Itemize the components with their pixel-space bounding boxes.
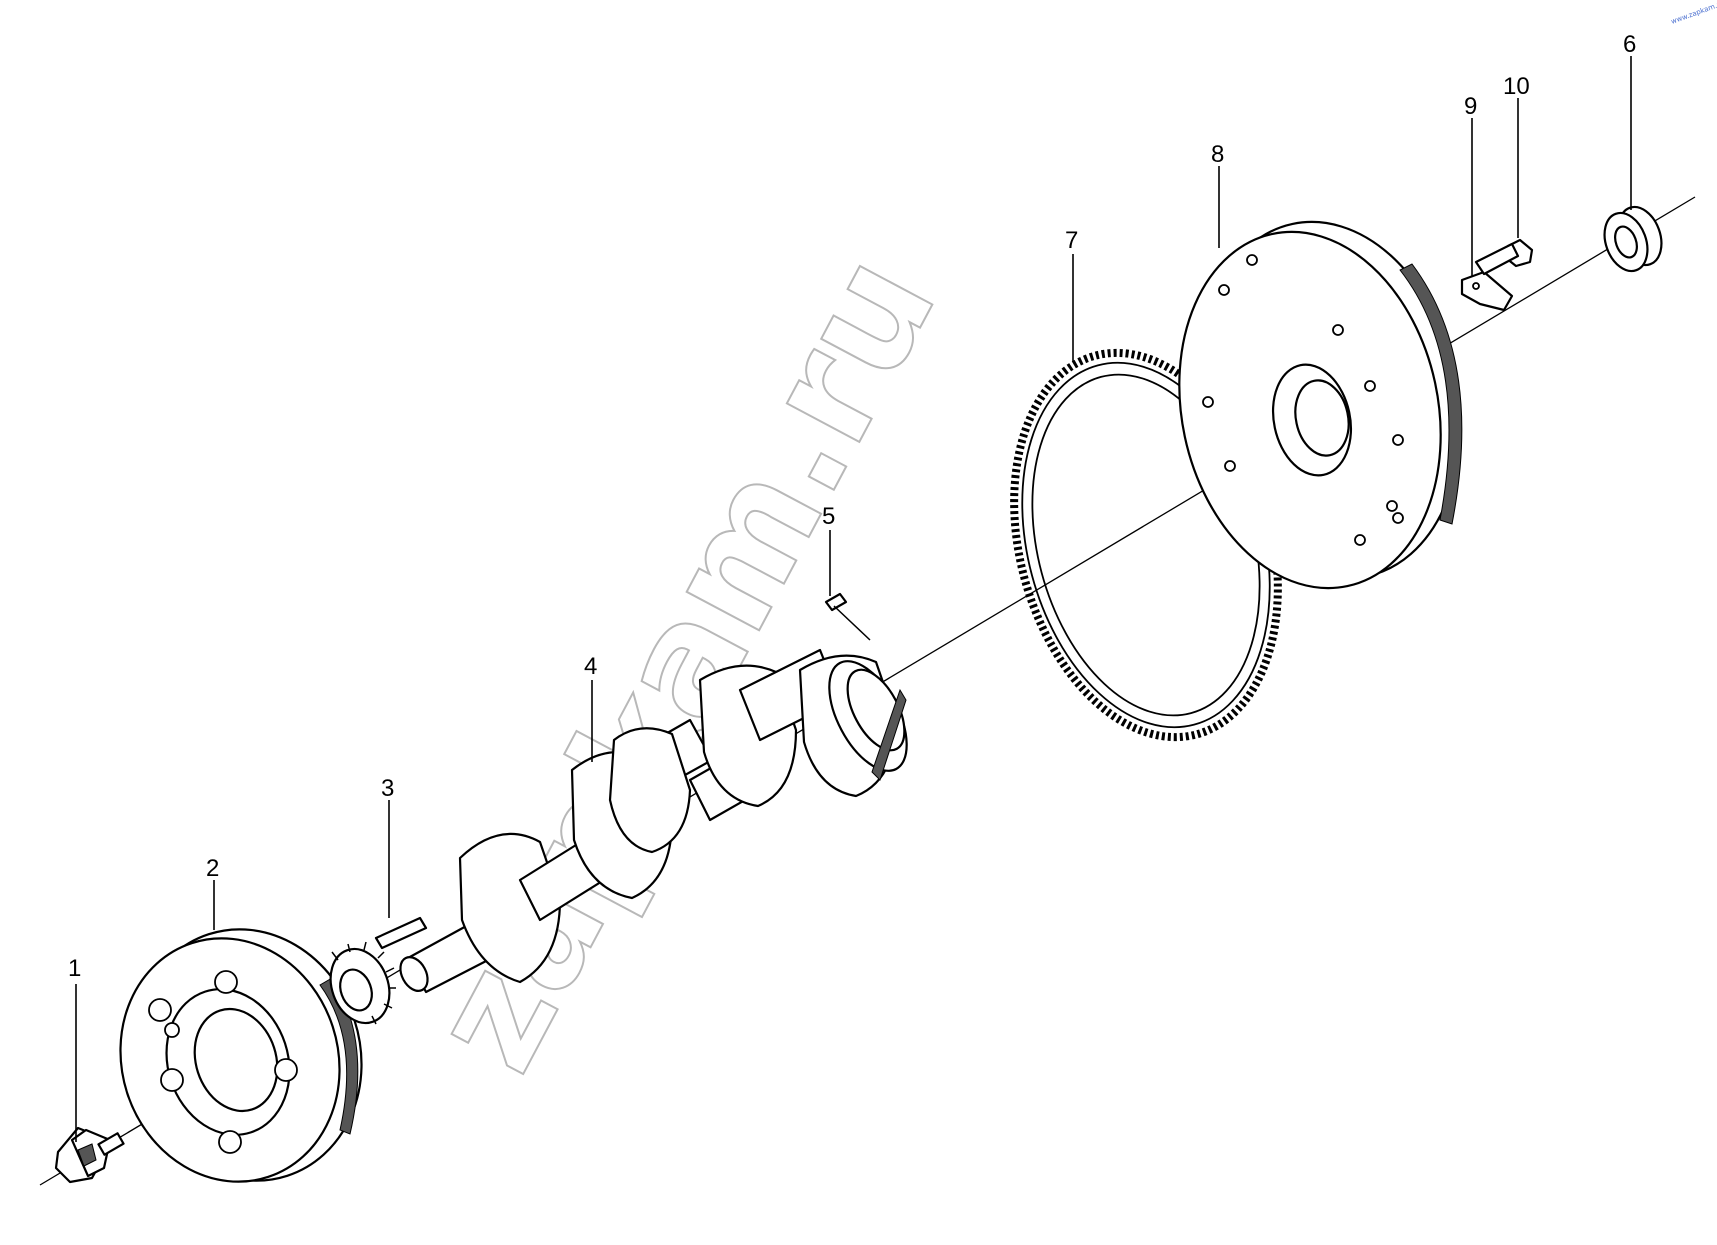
part-9-lock-plate: [1460, 270, 1514, 312]
callout-9: 9: [1464, 93, 1477, 120]
callout-3: 3: [381, 775, 394, 802]
part-8-flywheel: [1178, 220, 1463, 590]
callout-8: 8: [1211, 141, 1224, 168]
part-4-crankshaft: [399, 648, 908, 994]
leader-lines: [75, 56, 1632, 1142]
callout-7: 7: [1065, 227, 1078, 254]
part-1-bolt-washer: [54, 1126, 125, 1184]
callout-1: 1: [68, 955, 81, 982]
part-10-bolt: [1474, 238, 1534, 276]
part-2-pulley: [119, 928, 363, 1183]
callout-5: 5: [822, 503, 835, 530]
callout-6: 6: [1623, 31, 1636, 58]
callout-4: 4: [584, 653, 597, 680]
part-3-key: [374, 916, 428, 950]
corner-mark: www.zapkam.ru: [1670, 0, 1717, 26]
part-5-pin: [824, 592, 871, 641]
watermark: zapkam.ru: [398, 229, 970, 1097]
callout-10: 10: [1503, 73, 1530, 100]
callout-2: 2: [206, 855, 219, 882]
part-6-bearing: [1603, 205, 1663, 273]
timing-gear: [329, 941, 396, 1025]
